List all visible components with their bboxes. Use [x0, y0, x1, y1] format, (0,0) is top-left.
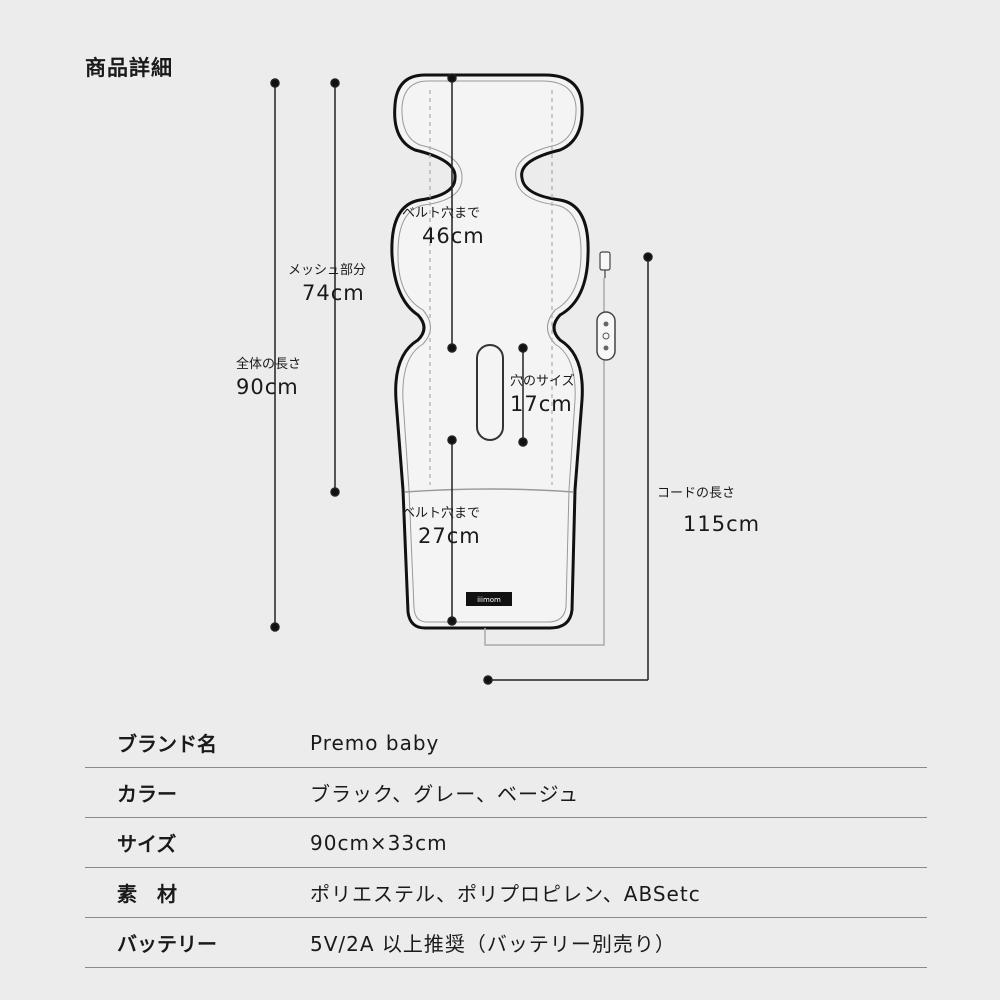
dim-label-belt-bottom: ベルト穴まで 27cm	[402, 507, 481, 547]
spec-row-brand: ブランド名 Premo baby	[85, 718, 927, 768]
dim-label-belt-bottom-value: 27cm	[418, 524, 481, 548]
dim-line-cord	[483, 252, 653, 685]
dim-label-hole-value: 17cm	[510, 392, 573, 416]
dim-label-hole: 穴のサイズ 17cm	[510, 375, 575, 415]
seat-pad-inner-outline	[397, 80, 582, 623]
spec-key: サイズ	[117, 832, 177, 856]
dim-label-total-value: 90cm	[236, 375, 299, 399]
dim-label-total: 全体の長さ 90cm	[236, 358, 301, 398]
dim-label-belt-top-name: ベルト穴まで	[402, 206, 481, 221]
spec-value: ポリエステル、ポリプロピレン、ABSetc	[310, 882, 701, 906]
spec-row-color: カラー ブラック、グレー、ベージュ	[85, 768, 927, 818]
spec-value: 90cm×33cm	[310, 830, 448, 855]
dim-line-belt-bottom	[447, 435, 457, 626]
power-cord	[484, 278, 605, 646]
dim-label-cord: コードの長さ 115cm	[657, 487, 760, 535]
dim-label-cord-value: 115cm	[683, 512, 761, 536]
dim-label-belt-top: ベルト穴まで 46cm	[402, 207, 485, 247]
dim-label-hole-name: 穴のサイズ	[510, 374, 575, 389]
spec-key: カラー	[117, 782, 177, 806]
dim-label-mesh-name: メッシュ部分	[288, 263, 367, 278]
spec-table: ブランド名 Premo baby カラー ブラック、グレー、ベージュ サイズ 9…	[85, 718, 927, 968]
spec-value: ブラック、グレー、ベージュ	[310, 782, 580, 806]
dim-label-mesh: メッシュ部分 74cm	[288, 264, 366, 304]
spec-key: ブランド名	[117, 732, 217, 756]
dim-label-belt-top-value: 46cm	[422, 224, 485, 248]
dim-label-cord-name: コードの長さ	[657, 486, 736, 501]
controller-button-3	[603, 345, 609, 351]
product-dimension-diagram: iiimom	[270, 73, 653, 685]
dim-line-belt-top	[447, 73, 457, 353]
spec-key: バッテリー	[117, 932, 217, 956]
page-title: 商品詳細	[85, 56, 173, 80]
spec-value: 5V/2A 以上推奨（バッテリー別売り）	[310, 932, 676, 956]
spec-value: Premo baby	[310, 730, 440, 755]
belt-slot	[476, 344, 504, 441]
controller	[596, 311, 616, 361]
spec-row-battery: バッテリー 5V/2A 以上推奨（バッテリー別売り）	[85, 918, 927, 968]
dim-label-belt-bottom-name: ベルト穴まで	[402, 506, 481, 521]
mesh-boundary	[404, 488, 574, 493]
brand-tag	[466, 592, 512, 606]
dim-label-total-name: 全体の長さ	[236, 357, 302, 372]
dim-line-total	[270, 78, 280, 632]
spec-row-size: サイズ 90cm×33cm	[85, 818, 927, 868]
controller-button-2	[602, 332, 610, 340]
usb-plug	[599, 251, 611, 271]
dim-label-mesh-value: 74cm	[302, 281, 365, 305]
spec-row-material: 素 材 ポリエステル、ポリプロピレン、ABSetc	[85, 868, 927, 918]
dim-line-hole	[518, 343, 528, 447]
dim-line-mesh	[330, 78, 340, 497]
brand-tag-text: iiimom	[477, 596, 501, 604]
controller-button-1	[603, 321, 609, 327]
spec-key: 素 材	[117, 882, 177, 906]
